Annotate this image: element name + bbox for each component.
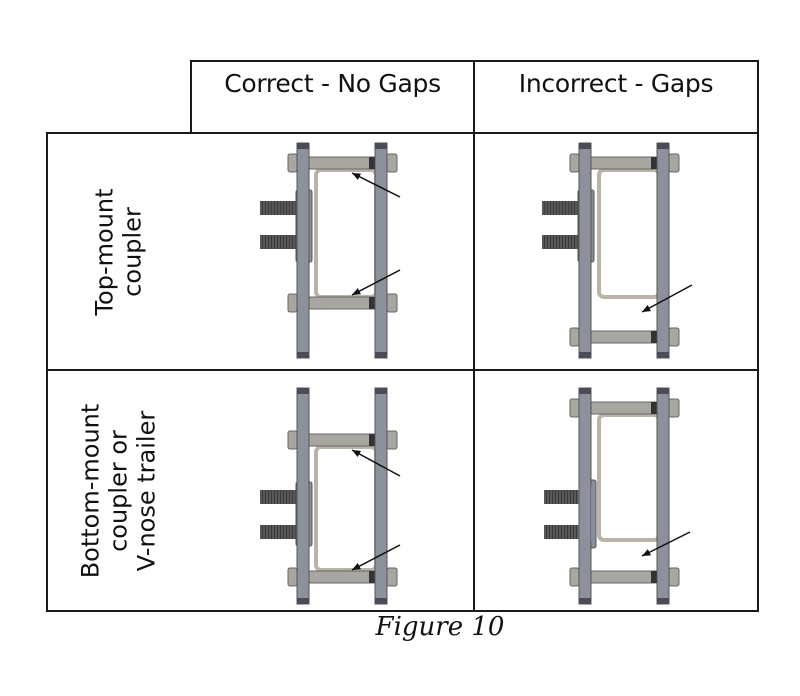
bolt-thread-end [651,331,657,343]
plate-top-edge [579,143,591,149]
plate-top-edge [375,388,387,394]
hex-nut [668,327,680,347]
arrow-line [641,284,693,313]
hex-nut [386,153,398,173]
bolt-thread-end [369,157,375,169]
tongue-tube [314,445,378,572]
hex-nut [386,430,398,450]
plate-top-edge [657,388,669,394]
bolt-shank [308,433,376,447]
threaded-stud [542,235,578,249]
right-side-plate [656,387,670,605]
arrow-head-icon [352,563,361,570]
bolt-shank [590,330,658,344]
plate-bottom-edge [375,598,387,604]
bolt-head [287,567,298,587]
tongue-tube [314,168,378,299]
left-side-plate [578,142,592,359]
tongue-tube [597,413,661,542]
bolt-head [569,327,580,347]
arrow-line [351,269,401,296]
plate-bottom-edge [297,352,309,358]
arrow-head-icon [352,288,361,295]
bolt-thread-end [369,571,375,583]
bolt-thread-end [369,434,375,446]
table-border-col2 [473,60,475,612]
threaded-stud [260,235,296,249]
plate-bottom-edge [579,352,591,358]
threaded-stud [544,490,580,504]
plate-bottom-edge [375,352,387,358]
bracket-assembly-bottom-mount-correct [260,387,401,605]
bolt-head [287,153,298,173]
bolt-head [569,153,580,173]
arrow-head-icon [352,173,361,180]
figure-caption: Figure 10 [375,612,505,642]
threaded-stud [260,201,296,215]
table-border-col1 [190,60,192,134]
threaded-stud [260,490,296,504]
plate-top-edge [297,388,309,394]
bolt-shank [308,156,376,170]
hex-nut [386,293,398,313]
bolt-head [569,398,580,418]
left-side-plate [578,387,592,605]
plate-bottom-edge [579,598,591,604]
bolt-thread-end [369,297,375,309]
arrow-head-icon [642,304,651,312]
hex-nut [386,567,398,587]
arrow-line [351,172,401,198]
bolt-thread-end [651,571,657,583]
plate-bottom-edge [657,352,669,358]
arrow-line [641,531,691,557]
column-header-incorrect: Incorrect - Gaps [518,69,714,98]
bolt-shank [590,156,658,170]
bracket-assembly-bottom-mount-incorrect [544,387,691,605]
right-side-plate [374,142,388,359]
bolt-shank [308,570,376,584]
right-side-plate [374,387,388,605]
hex-nut [668,398,680,418]
table-border-left [46,132,48,612]
arrow-line [351,449,401,477]
table-border-header-bottom [46,132,759,134]
left-side-plate [296,387,310,605]
plate-bottom-edge [657,598,669,604]
threaded-stud [542,201,578,215]
table-border-bottom [46,610,759,612]
arrow-line [351,544,401,571]
bracket-assembly-top-mount-incorrect [542,142,693,359]
threaded-stud [260,525,296,539]
plate-top-edge [657,143,669,149]
left-side-plate [296,142,310,359]
arrow-head-icon [642,549,651,556]
table-border-right [757,60,759,612]
arrow-head-icon [352,450,361,458]
column-header-correct: Correct - No Gaps [224,69,441,98]
plate-bottom-edge [297,598,309,604]
hex-nut [668,153,680,173]
tongue-tube [597,168,661,299]
right-side-plate [656,142,670,359]
bolt-shank [590,401,658,415]
hex-nut [668,567,680,587]
table-border-top-header [191,60,759,62]
bracket-assembly-top-mount-correct [260,142,401,359]
table-border-row-divider [46,369,759,371]
bolt-shank [308,296,376,310]
bolt-head [569,567,580,587]
plate-top-edge [375,143,387,149]
bolt-head [287,430,298,450]
plate-top-edge [297,143,309,149]
bolt-shank [590,570,658,584]
bolt-thread-end [651,402,657,414]
plate-top-edge [579,388,591,394]
bolt-head [287,293,298,313]
threaded-stud [544,525,580,539]
bolt-thread-end [651,157,657,169]
